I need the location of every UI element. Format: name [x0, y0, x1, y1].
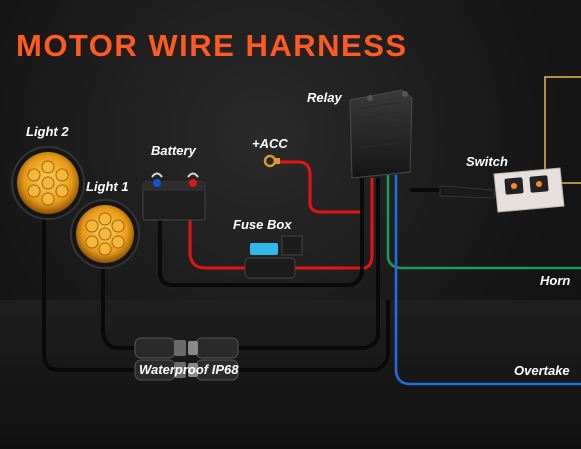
battery-label: Battery — [151, 143, 196, 158]
light-1-label: Light 1 — [86, 179, 129, 194]
fuse-box-label: Fuse Box — [233, 217, 292, 232]
fuse-box — [244, 235, 303, 279]
horn-wire — [386, 175, 581, 270]
ground-wire — [42, 178, 440, 372]
light-1 — [70, 199, 140, 269]
light-2-label: Light 2 — [26, 124, 69, 139]
switch-panel — [439, 167, 565, 213]
relay — [349, 89, 413, 179]
waterproof-connector-upper — [134, 337, 239, 359]
switch-callout-line — [539, 76, 581, 184]
light-2 — [11, 146, 85, 220]
acc-ring-terminal — [263, 154, 280, 168]
acc-label: +ACC — [252, 136, 288, 151]
power-wire — [188, 160, 374, 270]
page-title: MOTOR WIRE HARNESS — [16, 28, 408, 63]
switch-label: Switch — [466, 154, 508, 169]
waterproof-connector-lower — [134, 359, 239, 381]
overtake-label: Overtake — [514, 363, 570, 378]
relay-label: Relay — [307, 90, 342, 105]
overtake-wire — [394, 175, 581, 386]
horn-label: Horn — [540, 273, 571, 288]
battery — [142, 172, 206, 221]
floor-surface — [0, 300, 581, 449]
waterproof-label: Waterproof IP68 — [139, 362, 239, 377]
